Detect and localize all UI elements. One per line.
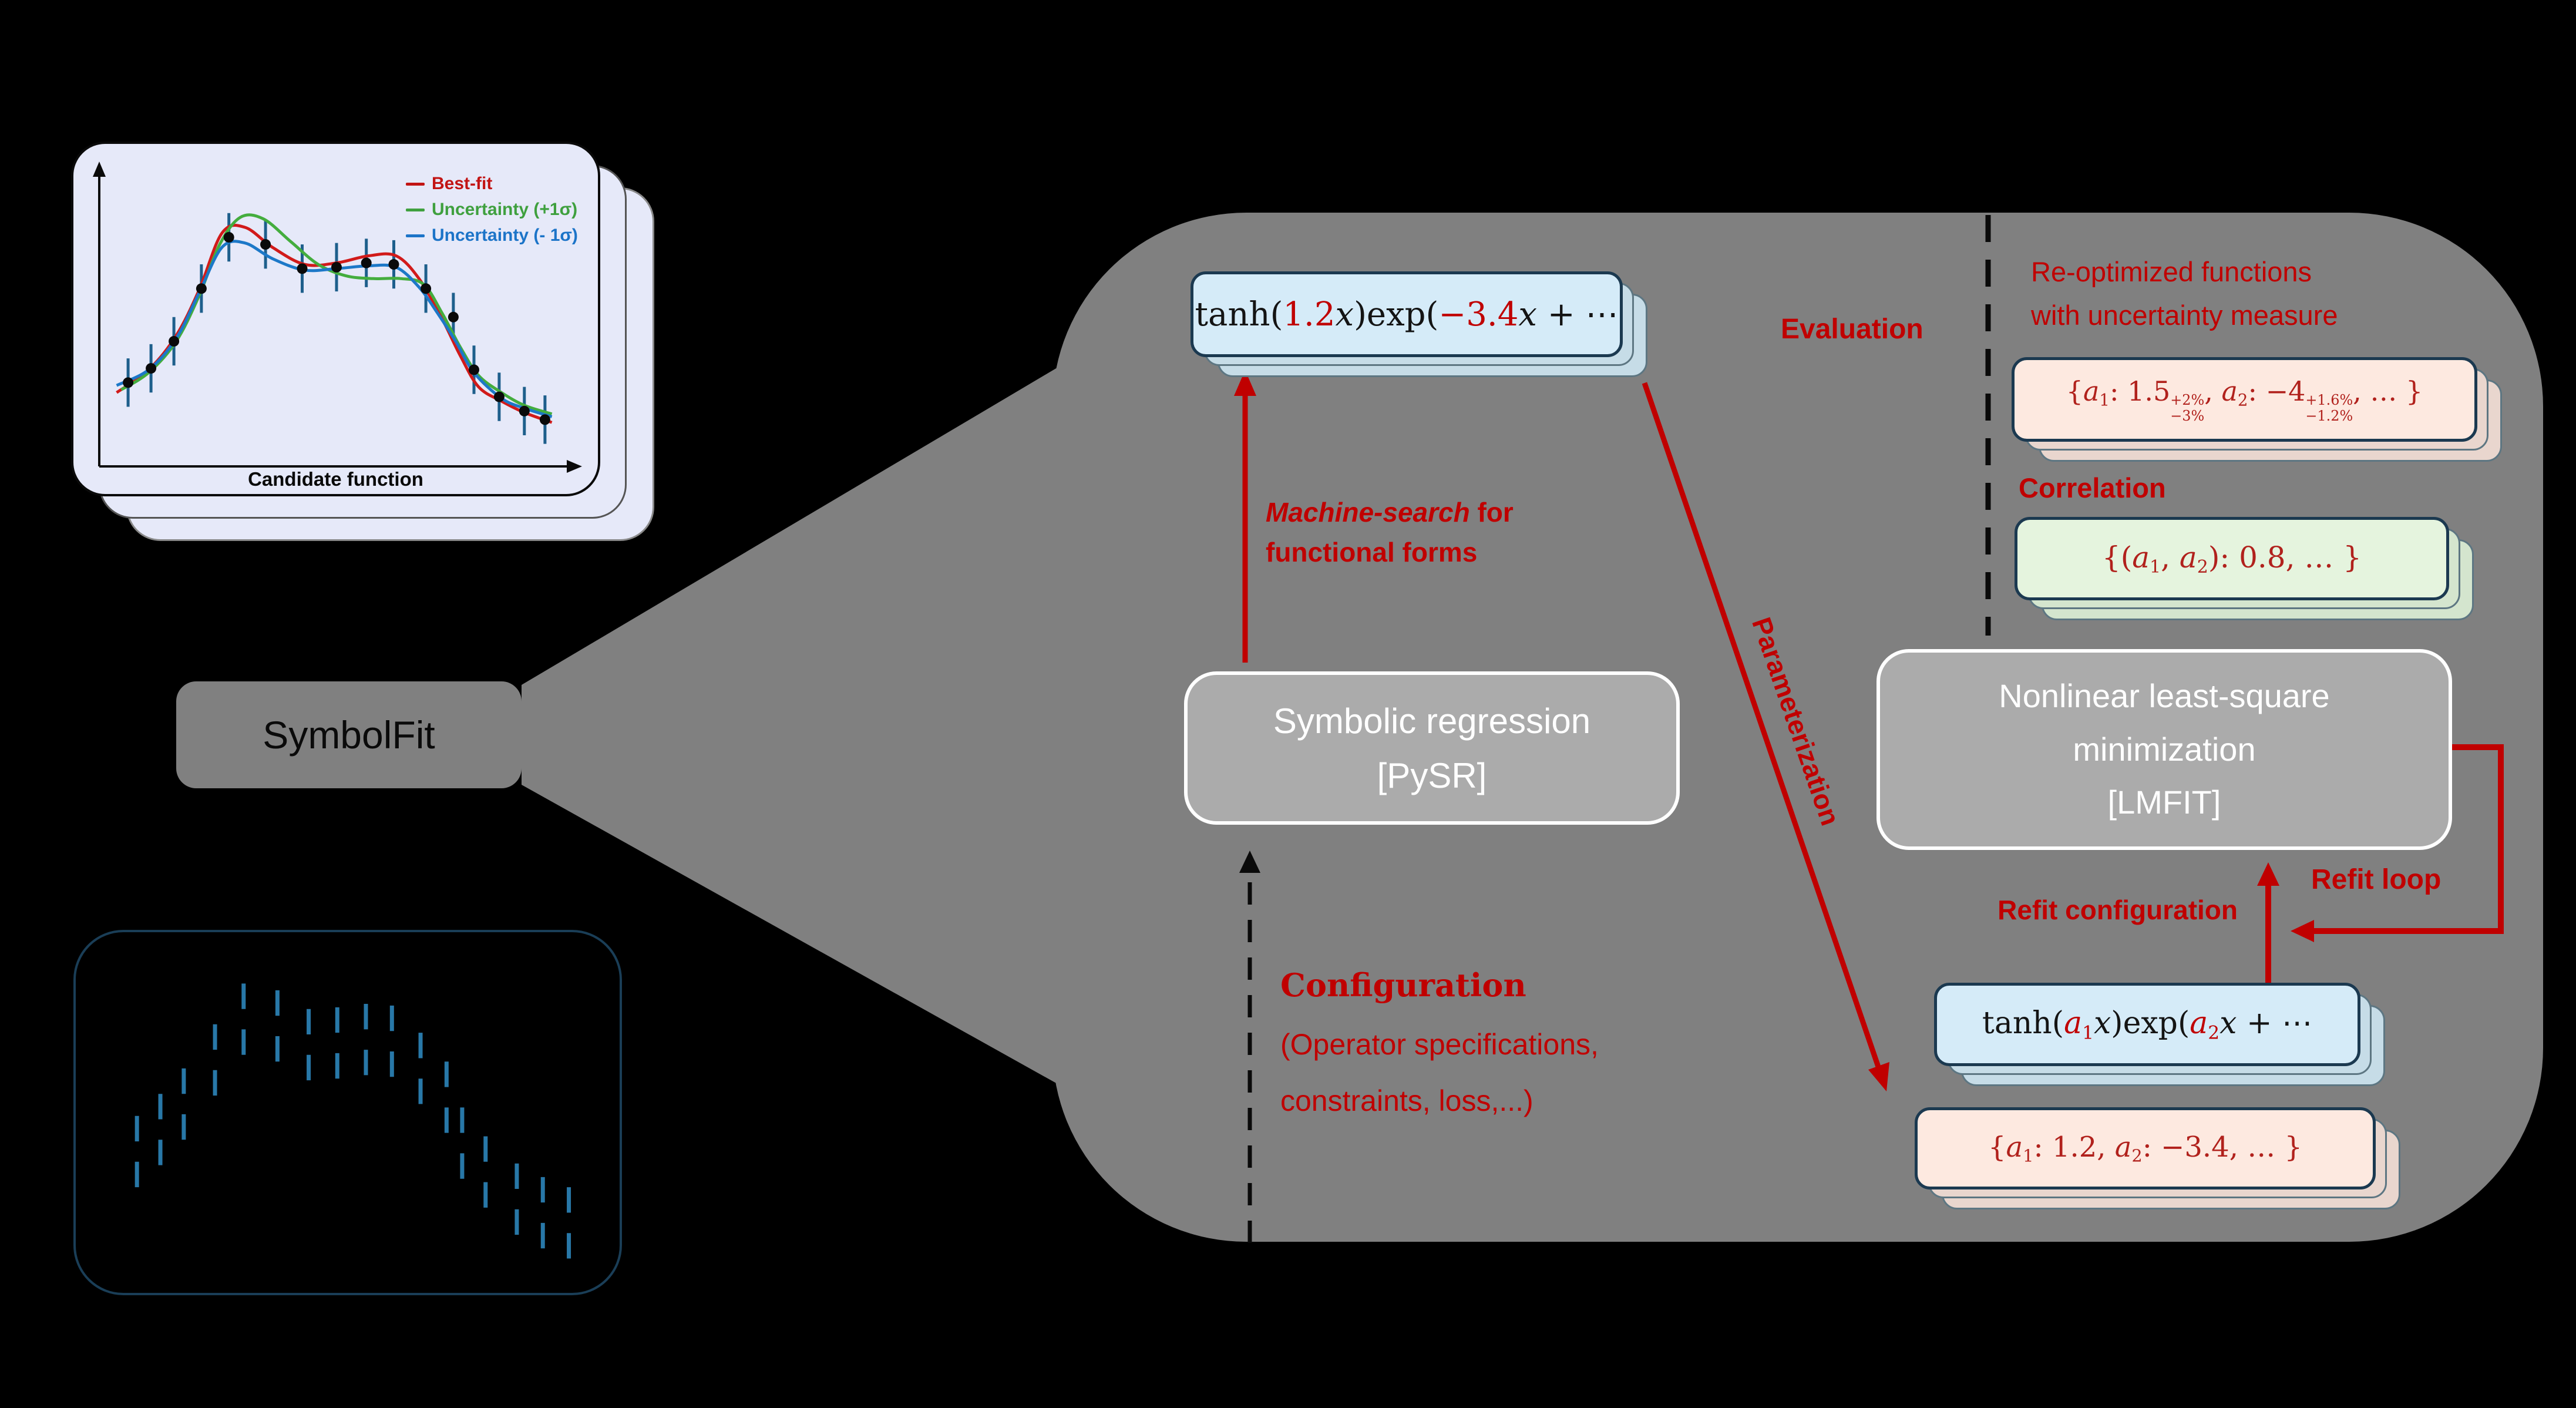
correlation-formula: {(a1, a2): 0.8, … }	[2101, 540, 2362, 577]
funnel-shape	[522, 277, 1210, 1169]
legend-dash-icon	[406, 182, 425, 186]
y-axis-arrowhead	[93, 162, 106, 177]
correlation-card: {(a1, a2): 0.8, … }	[2015, 517, 2449, 600]
lmfit-box: Nonlinear least-square minimization [LMF…	[1876, 649, 2452, 850]
reoptimized-label: Re-optimized functions with uncertainty …	[2031, 250, 2338, 338]
configuration-label-line2: (Operator specifications,	[1280, 1028, 1599, 1061]
legend-item: Uncertainty (+1σ)	[406, 197, 578, 223]
reoptimized-label-line1: Re-optimized functions	[2031, 256, 2312, 287]
machine-search-arrowhead	[1234, 370, 1256, 396]
symbolic-regression-line2: [PySR]	[1377, 755, 1487, 795]
sr-output-formula: tanh(1.2x)exp(−3.4x + ⋯	[1195, 295, 1619, 334]
param-function-formula: tanh(a1x)exp(a2x + ⋯	[1982, 1005, 2313, 1044]
refit-configuration-label: Refit configuration	[1997, 895, 2238, 925]
param-values-card: {a1: 1.2, a2: −3.4, … }	[1915, 1107, 2376, 1189]
correlation-label: Correlation	[2019, 472, 2166, 503]
legend-dash-icon	[406, 208, 425, 211]
refit-config-arrowhead	[2257, 862, 2279, 886]
lmfit-line3: [LMFIT]	[2107, 784, 2221, 821]
input-data-box	[73, 930, 622, 1295]
evaluation-label: Evaluation	[1781, 314, 1923, 345]
lmfit-line1: Nonlinear least-square	[1999, 677, 2330, 714]
x-axis-arrowhead	[567, 460, 582, 473]
legend-label: Best-fit	[432, 174, 493, 193]
reopt-params-card: {a1: 1.5+2%−3%, a2: −4+1.6%−1.2%, … }	[2012, 357, 2477, 442]
legend-dash-icon	[406, 234, 425, 237]
refit-loop-label: Refit loop	[2311, 864, 2442, 895]
input-data-svg	[134, 983, 571, 1259]
legend-label: Uncertainty (- 1σ)	[432, 226, 578, 245]
machine-search-label-rest: for functional forms	[1266, 497, 1514, 568]
plot-curves-and-points	[116, 213, 553, 444]
symbolic-regression-box: Symbolic regression [PySR]	[1184, 671, 1680, 825]
symbolic-regression-line1: Symbolic regression	[1273, 701, 1591, 741]
refit-loop-arrowhead	[2291, 920, 2314, 942]
legend-item: Best-fit	[406, 171, 578, 197]
sr-output-card: tanh(1.2x)exp(−3.4x + ⋯	[1191, 271, 1623, 357]
param-function-card: tanh(a1x)exp(a2x + ⋯	[1934, 983, 2360, 1066]
machine-search-label-em: Machine-search	[1266, 497, 1470, 527]
legend-label: Uncertainty (+1σ)	[432, 200, 578, 219]
reopt-params-formula: {a1: 1.5+2%−3%, a2: −4+1.6%−1.2%, … }	[2066, 375, 2423, 424]
candidate-plot-svg	[93, 162, 582, 473]
configuration-label: Configuration (Operator specifications, …	[1280, 966, 1599, 1118]
configuration-arrowhead	[1239, 851, 1260, 873]
lmfit-line2: minimization	[2073, 730, 2256, 768]
symbolfit-title-box: SymbolFit	[176, 681, 522, 788]
parameterization-arrowhead	[1868, 1062, 1889, 1091]
legend-item: Uncertainty (- 1σ)	[406, 223, 578, 248]
reoptimized-label-line2: with uncertainty measure	[2031, 300, 2338, 331]
machine-search-label: Machine-search for functional forms	[1266, 492, 1571, 572]
x-axis-label: Candidate function	[248, 468, 423, 490]
configuration-label-line3: constraints, loss,...)	[1280, 1084, 1534, 1117]
parameterization-arrow	[1642, 382, 1882, 1071]
param-values-formula: {a1: 1.2, a2: −3.4, … }	[1988, 1131, 2303, 1166]
symbolfit-title: SymbolFit	[263, 713, 435, 757]
refit-loop-path	[2309, 744, 2504, 934]
configuration-label-line1: Configuration	[1280, 966, 1526, 1004]
